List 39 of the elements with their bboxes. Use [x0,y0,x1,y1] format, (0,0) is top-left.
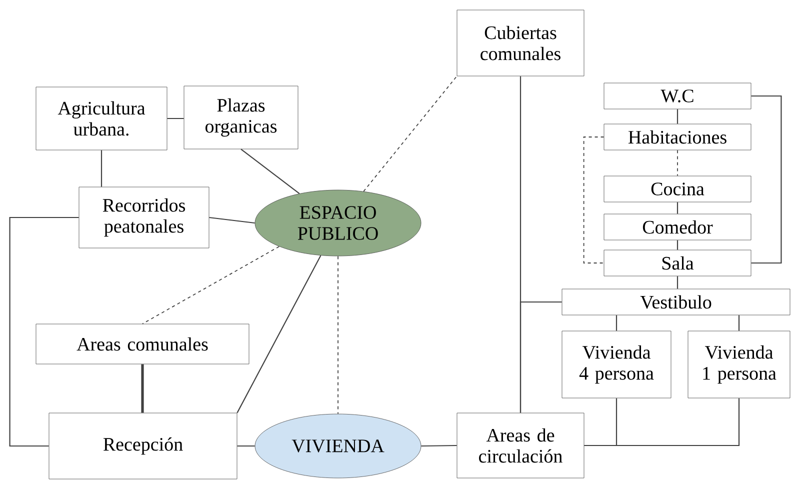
connector [9,216,79,447]
connector [240,148,300,194]
process-box: Sala [604,250,752,276]
connector [141,364,144,413]
connector [584,398,740,446]
process-box: Vivienda 4 persona [562,330,672,398]
connector [421,444,457,447]
connector [676,276,678,289]
connector [363,76,458,192]
connector [616,315,618,331]
process-box: Cocina [604,176,752,202]
process-box: Cubiertas comunales [456,10,584,76]
connector [676,202,678,214]
connector [676,240,678,250]
connector [209,216,255,224]
connector [583,136,604,264]
connector [237,445,255,447]
process-box: Comedor [604,214,752,240]
process-box: W.C [604,82,752,110]
connector [676,109,678,124]
oval-node: ESPACIO PUBLICO [254,190,422,256]
process-box: Vivienda 1 persona [688,330,790,398]
connector [677,150,678,176]
process-box: Plazas organicas [184,86,298,150]
process-box: Recepción [48,412,238,480]
connector [100,150,102,187]
connector [520,301,562,413]
connector [236,255,322,414]
connector [738,315,740,331]
connector [751,95,782,264]
process-box: Areas comunales [36,324,250,364]
connector [167,118,184,120]
process-box: Habitaciones [604,124,752,150]
process-box: Areas de circulación [456,412,584,478]
oval-node: VIVIENDA [254,414,422,478]
connector [142,246,280,324]
process-box: Agricultura urbana. [36,86,168,150]
process-box: Recorridos peatonales [78,186,210,248]
process-box: Vestibulo [562,288,790,316]
